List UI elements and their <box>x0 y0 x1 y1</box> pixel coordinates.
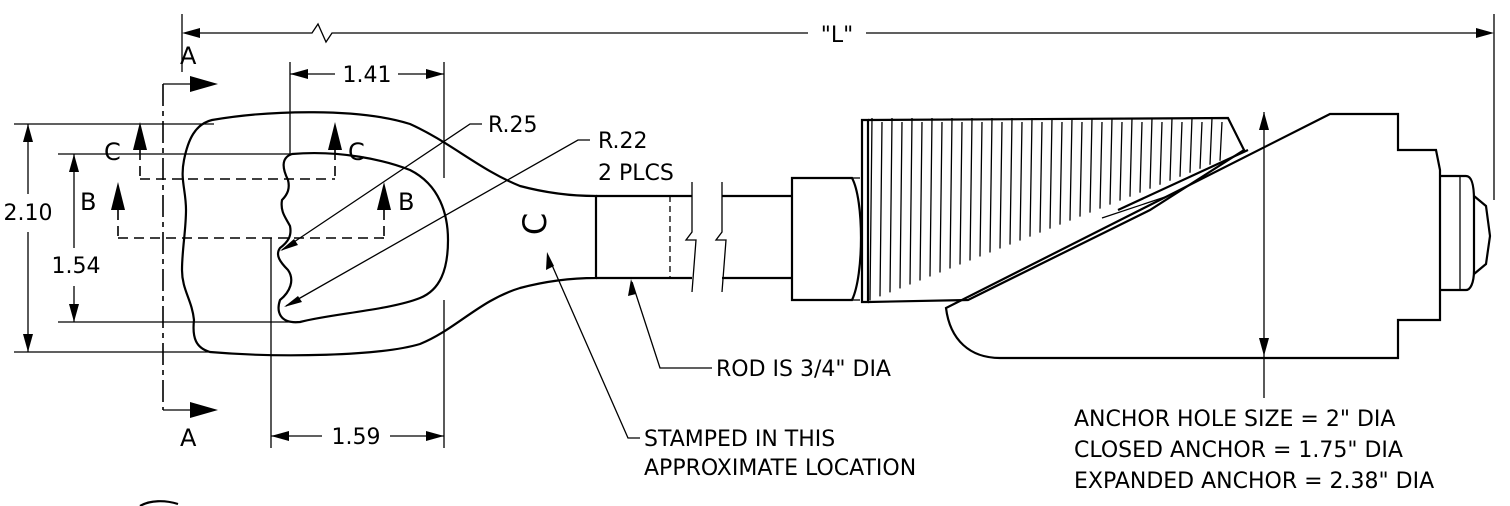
anchor-note-line-2: CLOSED ANCHOR = 1.75" DIA <box>1074 438 1403 463</box>
rod-note-text: ROD IS 3/4" DIA <box>716 357 891 382</box>
stamp-note-line-1: STAMPED IN THIS <box>644 427 835 452</box>
radius-neck-label-1: R.22 <box>598 129 648 154</box>
stray-mark <box>139 500 179 506</box>
section-lines <box>117 84 385 410</box>
collar <box>790 176 863 302</box>
section-markers: A A C C B B <box>80 42 414 452</box>
eye-outline <box>180 111 598 357</box>
radius-neck-label-2: 2 PLCS <box>598 161 674 186</box>
threaded-cone <box>860 116 1246 304</box>
dimension-bottom-width-label: 1.59 <box>332 425 381 450</box>
radius-eye-label: R.25 <box>488 113 538 138</box>
section-a-top-label: A <box>180 42 197 70</box>
overall-length-label: "L" <box>821 23 854 48</box>
anchor-body <box>944 112 1492 360</box>
dimension-1-41: 1.41 <box>289 62 445 178</box>
stamp-mark: C <box>516 213 554 235</box>
dimension-2-10: 2.10 <box>4 123 214 353</box>
stamp-note-line-2: APPROXIMATE LOCATION <box>644 456 916 481</box>
section-b-right-label: B <box>398 188 414 216</box>
section-a-bottom-label: A <box>180 424 197 452</box>
dimension-top-width-label: 1.41 <box>343 63 392 88</box>
radius-r25-leader: R.25 <box>280 113 538 251</box>
dimension-outer-height-label: 2.10 <box>4 201 53 226</box>
dimension-1-54: 1.54 <box>52 153 300 323</box>
section-c-left-label: C <box>104 138 121 166</box>
anchor-note-line-3: EXPANDED ANCHOR = 2.38" DIA <box>1074 469 1434 494</box>
anchor-note-line-1: ANCHOR HOLE SIZE = 2" DIA <box>1074 407 1395 432</box>
stamp-note-leader: STAMPED IN THIS APPROXIMATE LOCATION <box>546 252 916 481</box>
rod-note-leader: ROD IS 3/4" DIA <box>628 279 891 382</box>
section-c-right-label: C <box>348 138 365 166</box>
anchor-note-leader: ANCHOR HOLE SIZE = 2" DIA CLOSED ANCHOR … <box>1074 112 1434 494</box>
section-b-left-label: B <box>80 188 96 216</box>
radius-r22-leader: R.22 2 PLCS <box>284 129 674 307</box>
overall-length-dimension: "L" <box>181 14 1495 200</box>
rod <box>596 182 792 293</box>
dimension-1-59: 1.59 <box>270 238 445 450</box>
dimension-inner-height-label: 1.54 <box>52 254 101 279</box>
